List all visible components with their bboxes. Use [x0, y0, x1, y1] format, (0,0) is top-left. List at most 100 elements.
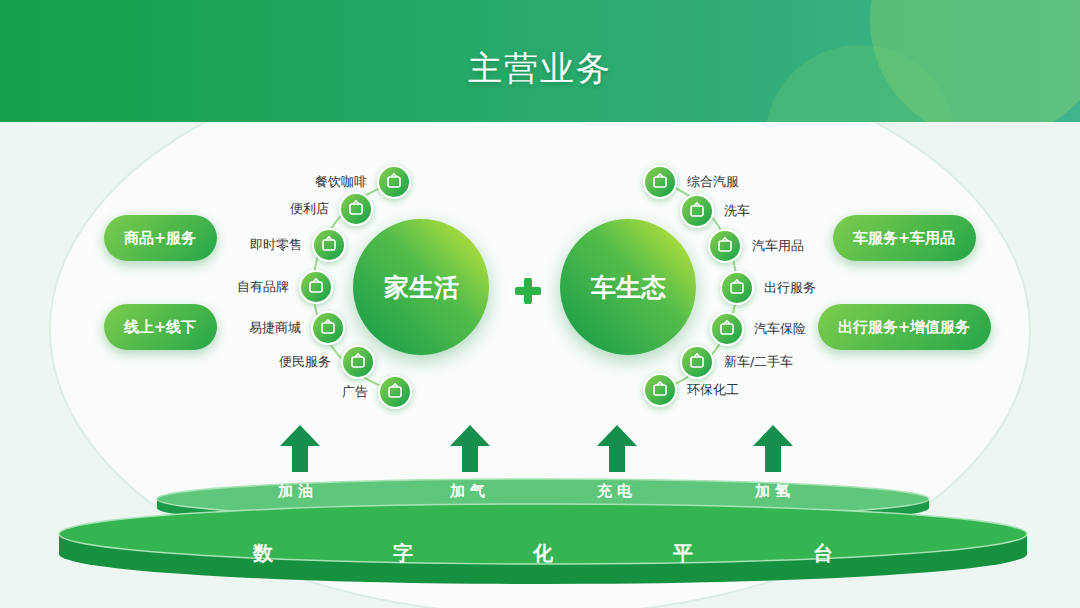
- icon-label: 环保化工: [687, 381, 739, 399]
- pill-box: 车服务+车用品: [833, 215, 976, 261]
- glyph-body: [691, 357, 703, 367]
- glyph-top: [313, 279, 319, 282]
- icon-glyph: [722, 273, 752, 303]
- icon-node: 易捷商城: [311, 311, 345, 345]
- band-face: [59, 504, 1027, 564]
- band-label: 数字化平台: [58, 541, 1028, 565]
- icon-label: 洗车: [724, 202, 750, 220]
- icon-glyph: [380, 377, 410, 407]
- glyph-body: [654, 177, 666, 187]
- glyph-body: [352, 357, 364, 367]
- glyph-body: [322, 323, 334, 333]
- icon-glyph: [712, 314, 742, 344]
- icon-glyph: [343, 347, 373, 377]
- glyph-top: [724, 321, 730, 324]
- hub-circle: 车生态: [560, 219, 696, 355]
- icon-glyph: [314, 230, 344, 260]
- up-arrow: [280, 425, 320, 472]
- page-title: 主营业务: [0, 44, 1080, 92]
- glyph-top: [694, 354, 700, 357]
- icon-label: 即时零售: [250, 236, 302, 254]
- icon-node: 环保化工: [643, 373, 677, 407]
- icon-node: 出行服务: [720, 271, 754, 305]
- icon-glyph: [645, 375, 675, 405]
- glyph-top: [325, 320, 331, 323]
- icon-label: 综合汽服: [687, 173, 739, 191]
- icon-node: 即时零售: [312, 228, 346, 262]
- icon-node: 洗车: [680, 194, 714, 228]
- glyph-body: [389, 387, 401, 397]
- glyph-body: [731, 283, 743, 293]
- band-label: 加油: [278, 481, 318, 501]
- icon-node: 广告: [378, 375, 412, 409]
- glyph-top: [722, 238, 728, 241]
- icon-glyph: [645, 167, 675, 197]
- icon-label: 自有品牌: [237, 278, 289, 296]
- glyph-body: [691, 206, 703, 216]
- hub-label: 家生活: [384, 271, 459, 304]
- icon-node: 汽车用品: [708, 229, 742, 263]
- glyph-body: [388, 177, 400, 187]
- pill-label: 出行服务+增值服务: [838, 318, 971, 337]
- pill-label: 商品+服务: [124, 229, 197, 248]
- icon-label: 汽车用品: [752, 237, 804, 255]
- glyph-top: [326, 237, 332, 240]
- up-arrow: [450, 425, 490, 472]
- band-label: 加气: [450, 481, 490, 501]
- glyph-top: [391, 174, 397, 177]
- icon-label: 广告: [342, 383, 368, 401]
- icon-glyph: [379, 167, 409, 197]
- glyph-body: [721, 324, 733, 334]
- glyph-body: [310, 282, 322, 292]
- icon-label: 易捷商城: [249, 319, 301, 337]
- glyph-top: [657, 174, 663, 177]
- icon-node: 餐饮咖啡: [377, 165, 411, 199]
- icon-node: 便民服务: [341, 345, 375, 379]
- icon-node: 综合汽服: [643, 165, 677, 199]
- up-arrows: [280, 425, 793, 472]
- glyph-top: [392, 384, 398, 387]
- glyph-body: [719, 241, 731, 251]
- pill-label: 车服务+车用品: [853, 229, 956, 248]
- hub-label: 车生态: [591, 271, 666, 304]
- icon-node: 便利店: [339, 192, 373, 226]
- band-label: 充电: [597, 481, 637, 501]
- icon-glyph: [341, 194, 371, 224]
- icon-glyph: [682, 196, 712, 226]
- icon-label: 出行服务: [764, 279, 816, 297]
- glyph-body: [350, 204, 362, 214]
- pill-box: 出行服务+增值服务: [818, 304, 991, 350]
- glyph-body: [323, 240, 335, 250]
- icon-glyph: [682, 347, 712, 377]
- icon-label: 汽车保险: [754, 320, 806, 338]
- plus-sign: [515, 278, 541, 304]
- glyph-body: [654, 385, 666, 395]
- icon-node: 自有品牌: [299, 270, 333, 304]
- header-decor: [765, 0, 1080, 122]
- icon-node: 汽车保险: [710, 312, 744, 346]
- pill-label: 线上+线下: [124, 318, 197, 337]
- up-arrow: [597, 425, 637, 472]
- pill-box: 商品+服务: [104, 215, 217, 261]
- glyph-top: [355, 354, 361, 357]
- glyph-top: [694, 203, 700, 206]
- glyph-top: [734, 280, 740, 283]
- glow-ellipse: [50, 45, 1030, 608]
- platform-band: 数字化平台: [58, 503, 1028, 589]
- decor-circle: [765, 45, 955, 122]
- icon-glyph: [710, 231, 740, 261]
- pill-box: 线上+线下: [104, 304, 217, 350]
- hub-circle: 家生活: [353, 219, 489, 355]
- band-label: 加氢: [755, 481, 795, 501]
- plus-bar: [524, 278, 532, 304]
- glyph-top: [353, 201, 359, 204]
- icon-label: 便利店: [290, 200, 329, 218]
- icon-glyph: [301, 272, 331, 302]
- icon-label: 便民服务: [279, 353, 331, 371]
- icon-node: 新车/二手车: [680, 345, 714, 379]
- icon-glyph: [313, 313, 343, 343]
- icon-label: 新车/二手车: [724, 353, 793, 371]
- up-arrow: [753, 425, 793, 472]
- glyph-top: [657, 382, 663, 385]
